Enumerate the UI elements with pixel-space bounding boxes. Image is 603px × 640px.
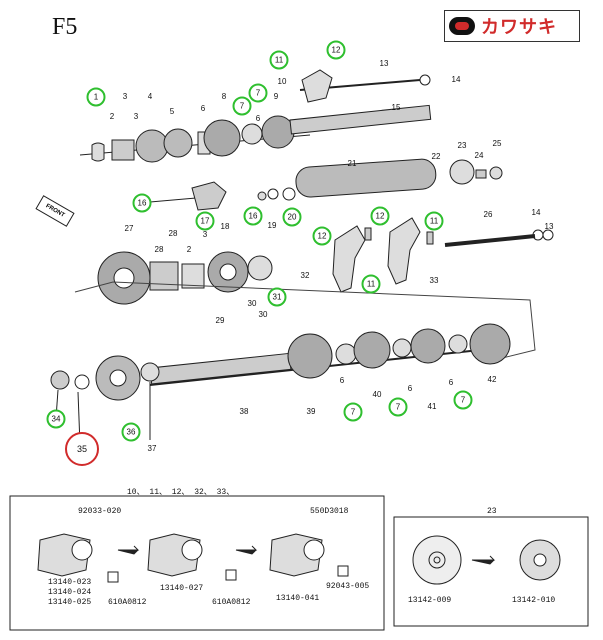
part-number: 610A0812 [108,598,147,607]
part-callout: 27 [124,224,134,233]
part-callout: 9 [273,92,279,101]
part-callout: 1 [86,87,106,107]
part-callout: 2 [109,112,115,121]
part-callout: 8 [221,92,227,101]
part-callout: 41 [427,402,437,411]
part-callout: 6 [200,104,206,113]
part-number: 13142-009 [408,596,452,605]
part-callout: 38 [239,407,249,416]
part-number: 92043-005 [326,582,370,591]
part-number: 92033-020 [78,507,122,516]
part-callout: 11 [361,274,381,294]
part-callout: 11 [424,211,444,231]
part-callout: 28 [154,245,164,254]
part-callout: 40 [372,390,382,399]
part-number: 13140-024 [48,588,92,597]
part-callout: 14 [531,208,541,217]
part-callout: 15 [391,103,401,112]
part-callout: 7 [388,397,408,417]
part-callout: 11 [269,50,289,70]
part-callout: 30 [258,310,268,319]
part-callout: 13 [379,59,389,68]
part-callout: 22 [431,152,441,161]
part-callout: 7 [248,83,268,103]
part-callout: 3 [202,230,208,239]
part-callout: 19 [267,221,277,230]
part-callout: 32 [300,271,310,280]
part-callout: 37 [147,444,157,453]
part-number: 13140-023 [48,578,92,587]
part-callout: 6 [407,384,413,393]
logo-icon [449,17,475,35]
part-callout: 7 [343,402,363,422]
part-callout: 12 [312,226,332,246]
model-title: F5 [52,14,78,40]
part-callout: 2 [186,245,192,254]
part-callout: 3 [122,92,128,101]
part-callout: 20 [282,207,302,227]
part-callout: 35 [65,432,99,466]
part-number: 13140-041 [276,594,320,603]
inset-note: 10、 11、 12、 32、 33、 [127,488,235,497]
part-callout: 6 [339,376,345,385]
logo-text: カワサキ [481,17,557,38]
part-callout: 42 [487,375,497,384]
part-callout: 13 [544,222,554,231]
part-callout: 25 [492,139,502,148]
part-callout: 21 [347,159,357,168]
part-callout: 5 [169,107,175,116]
part-callout: 6 [448,378,454,387]
part-number: 13140-027 [160,584,204,593]
part-callout: 39 [306,407,316,416]
part-number: 610A0812 [212,598,251,607]
part-callout: 10 [277,77,287,86]
part-callout: 16 [132,193,152,213]
part-number: 13142-010 [512,596,556,605]
part-number: 550D3018 [310,507,349,516]
inset-title: 23 [487,507,497,516]
part-callout: 18 [220,222,230,231]
part-callout: 24 [474,151,484,160]
part-callout: 36 [121,422,141,442]
part-callout: 28 [168,229,178,238]
part-callout: 29 [215,316,225,325]
part-callout: 30 [247,299,257,308]
part-callout: 17 [195,211,215,231]
part-callout: 31 [267,287,287,307]
part-callout: 26 [483,210,493,219]
part-callout: 12 [326,40,346,60]
part-number: 13140-025 [48,598,92,607]
part-callout: 4 [147,92,153,101]
part-callout: 16 [243,206,263,226]
part-callout: 23 [457,141,467,150]
part-callout: 3 [133,112,139,121]
brand-logo: カワサキ [444,10,580,42]
part-callout: 34 [46,409,66,429]
part-callout: 14 [451,75,461,84]
part-callout: 7 [453,390,473,410]
part-callout: 7 [232,96,252,116]
part-callout: 33 [429,276,439,285]
part-callout: 12 [370,206,390,226]
part-callout: 6 [255,114,261,123]
